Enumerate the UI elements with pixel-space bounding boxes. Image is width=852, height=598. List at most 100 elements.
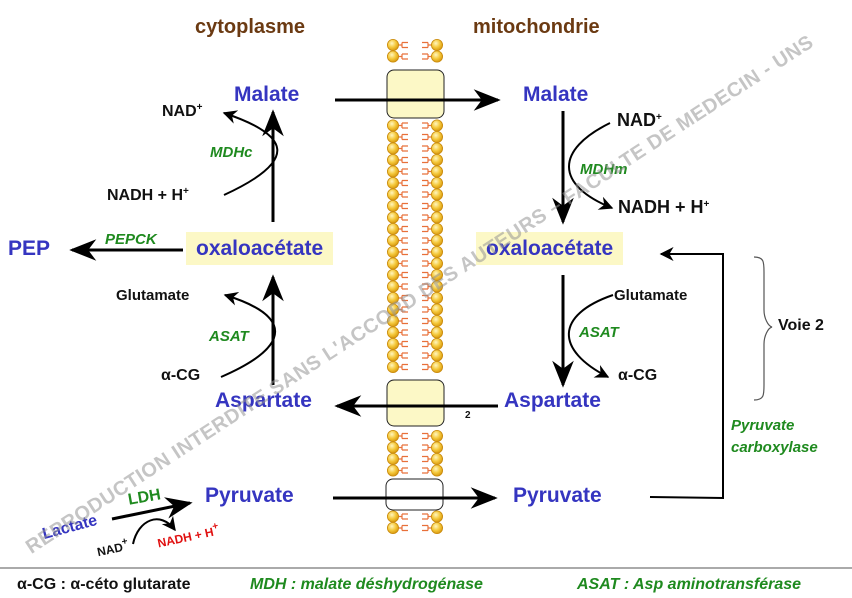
lipid-tail bbox=[422, 145, 431, 152]
lipid-head bbox=[430, 326, 443, 339]
mito-malate: Malate bbox=[523, 83, 589, 106]
lipid-head bbox=[386, 199, 399, 212]
phospholipid-pair bbox=[386, 452, 443, 465]
phospholipid-pair bbox=[386, 522, 443, 535]
lipid-tail bbox=[399, 271, 408, 279]
lipid-tail bbox=[422, 524, 431, 532]
aspartate-transporter bbox=[386, 379, 445, 427]
phospholipid-pair bbox=[386, 360, 443, 373]
legend-asat: ASAT : Asp aminotransférase bbox=[577, 576, 802, 593]
phospholipid-pair bbox=[386, 429, 443, 442]
lipid-head bbox=[430, 165, 443, 178]
phospholipid-pair bbox=[386, 234, 443, 247]
lipid-tail bbox=[422, 248, 431, 256]
lipid-head bbox=[386, 165, 399, 178]
lipid-tail bbox=[399, 133, 408, 141]
pyruvate-carboxylase-label-1: Pyruvate bbox=[731, 417, 795, 434]
phospholipid-pair bbox=[386, 268, 443, 281]
lipid-head bbox=[430, 222, 443, 235]
phospholipid-pair bbox=[386, 245, 443, 258]
lipid-head bbox=[430, 176, 443, 189]
cyto-aspartate: Aspartate bbox=[215, 389, 312, 412]
lipid-head bbox=[430, 464, 443, 477]
lipid-head bbox=[430, 429, 443, 442]
lipid-tail bbox=[399, 145, 408, 152]
lipid-head bbox=[386, 176, 399, 189]
lipid-head bbox=[430, 510, 443, 523]
ldh-arrow bbox=[111, 497, 193, 521]
lipid-tail bbox=[422, 214, 431, 221]
pyruvate-carboxylase-path bbox=[649, 247, 724, 500]
lipid-tail bbox=[399, 191, 408, 198]
lipid-head bbox=[386, 280, 399, 293]
mito-nadh: NADH + H+ bbox=[618, 197, 710, 217]
pyruvate-transporter bbox=[385, 478, 444, 511]
phospholipid-pair bbox=[386, 326, 443, 339]
lipid-tail bbox=[399, 283, 408, 290]
phospholipid-pair bbox=[386, 257, 443, 270]
lipid-head bbox=[430, 349, 443, 362]
pyruvate-carboxylase-label-2: carboxylase bbox=[731, 439, 818, 456]
lipid-head bbox=[386, 211, 399, 224]
lipid-head bbox=[430, 314, 443, 327]
lipid-head bbox=[430, 522, 443, 535]
lipid-tail bbox=[422, 432, 431, 440]
cyto-nadh: NADH + H+ bbox=[107, 186, 189, 204]
lipid-tail bbox=[399, 214, 408, 221]
phospholipid-pair bbox=[386, 153, 443, 166]
lipid-head bbox=[386, 257, 399, 270]
lipid-head bbox=[386, 510, 399, 523]
enzyme-pepck: PEPCK bbox=[105, 231, 157, 248]
mito-glutamate: Glutamate bbox=[614, 287, 688, 304]
lipid-head bbox=[386, 234, 399, 247]
lipid-head bbox=[430, 142, 443, 155]
lipid-tail bbox=[422, 467, 431, 474]
phospholipid-pair bbox=[386, 119, 443, 132]
lipid-head bbox=[386, 153, 399, 166]
lipid-head bbox=[386, 349, 399, 362]
lipid-tail bbox=[399, 352, 408, 359]
lipid-tail bbox=[399, 41, 408, 49]
phospholipid-pair bbox=[386, 280, 443, 293]
legend-alpha-cg: α-CG : α-céto glutarate bbox=[17, 576, 191, 593]
lipid-head bbox=[386, 119, 399, 132]
lipid-head bbox=[430, 360, 443, 373]
lipid-tail bbox=[399, 122, 408, 129]
transporter-number: 2 bbox=[465, 410, 471, 421]
cyto-pyruvate: Pyruvate bbox=[205, 484, 294, 507]
lipid-head bbox=[386, 360, 399, 373]
lipid-head bbox=[386, 188, 399, 201]
lipid-head bbox=[386, 268, 399, 281]
lipid-tail bbox=[399, 444, 408, 451]
lipid-head bbox=[386, 130, 399, 143]
lipid-tail bbox=[399, 340, 408, 348]
lipid-head bbox=[430, 188, 443, 201]
lipid-tail bbox=[422, 329, 431, 336]
cyto-malate: Malate bbox=[234, 83, 300, 106]
mito-pyruvate: Pyruvate bbox=[513, 484, 602, 507]
lipid-head bbox=[386, 222, 399, 235]
lipid-tail bbox=[399, 248, 408, 256]
lipid-tail bbox=[399, 306, 408, 313]
lipid-tail bbox=[422, 283, 431, 290]
enzyme-mdhc: MDHc bbox=[210, 144, 253, 161]
mito-oxaloacetate: oxaloacétate bbox=[476, 232, 624, 265]
phospholipid-pair bbox=[386, 337, 443, 350]
lipid-tail bbox=[422, 306, 431, 313]
mdhm-curve bbox=[568, 122, 614, 210]
lipid-head bbox=[386, 452, 399, 465]
phospholipid-pair bbox=[386, 188, 443, 201]
lipid-head bbox=[430, 303, 443, 316]
lipid-tail bbox=[422, 202, 431, 210]
mito-nad-plus: NAD+ bbox=[617, 110, 662, 130]
lipid-tail bbox=[422, 271, 431, 279]
phospholipid-pair bbox=[386, 349, 443, 362]
lipid-tail bbox=[399, 329, 408, 336]
phospholipid-pair bbox=[386, 50, 443, 63]
enzyme-asat-mito: ASAT bbox=[579, 324, 619, 341]
lipid-head bbox=[430, 441, 443, 454]
lipid-tail bbox=[422, 179, 431, 187]
asat-mito-curve bbox=[567, 294, 614, 378]
lipid-tail bbox=[422, 455, 431, 463]
